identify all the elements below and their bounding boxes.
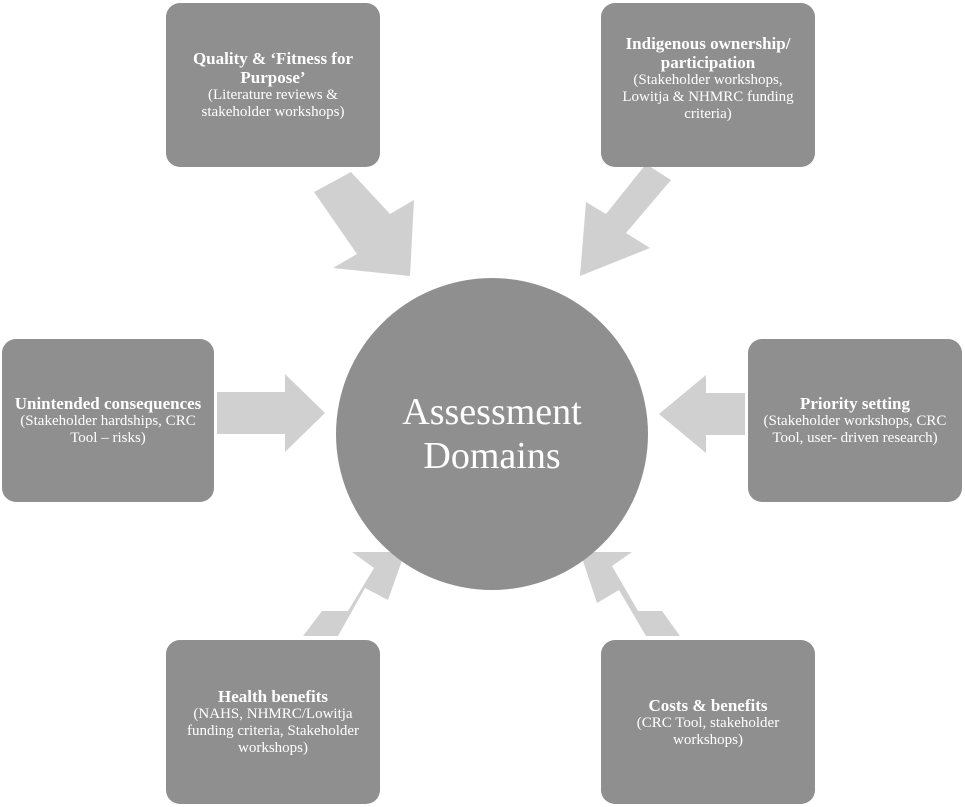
assessment-domains-hub: Assessment Domains [336,278,648,590]
domain-title-priority: Priority setting [800,394,910,413]
hub-label-line2: Domains [423,435,561,477]
arrow-priority-to-hub [659,375,745,453]
domain-title-costs: Costs & benefits [648,695,768,715]
domain-title-quality: Quality & ‘Fitness for Purpose’ [192,49,354,87]
domain-title-indigenous: Indigenous ownership/ participation [625,33,791,72]
domain-detail-priority: (Stakeholder workshops, CRC Tool, user- … [763,413,947,446]
arrow-health-to-hub [303,552,405,636]
domain-box-unintended: Unintended consequences (Stakeholder har… [2,339,214,502]
domain-detail-health: (NAHS, NHMRC/Lowitja funding criteria, S… [186,706,360,756]
domain-title-unintended: Unintended consequences [14,394,202,413]
domain-box-costs: Costs & benefits (CRC Tool, stakeholder … [601,640,815,804]
arrow-quality-to-hub [314,172,414,276]
arrow-indigenous-to-hub [580,164,671,276]
domain-box-health: Health benefits (NAHS, NHMRC/Lowitja fun… [166,640,380,804]
domain-detail-costs: (CRC Tool, stakeholder workshops) [636,714,780,748]
arrow-unintended-to-hub [217,374,325,452]
domain-title-health: Health benefits [217,687,329,706]
hub-label-line1: Assessment [402,391,582,433]
arrow-costs-to-hub [580,552,680,636]
domain-detail-indigenous: (Stakeholder workshops, Lowitja & NHMRC … [622,71,794,122]
domain-box-indigenous: Indigenous ownership/ participation (Sta… [601,3,815,167]
domain-box-quality: Quality & ‘Fitness for Purpose’ (Literat… [166,3,380,167]
domain-box-priority: Priority setting (Stakeholder workshops,… [748,339,962,502]
domain-detail-unintended: (Stakeholder hardships, CRC Tool – risks… [20,413,196,446]
domain-detail-quality: (Literature reviews & stakeholder worksh… [201,87,345,120]
